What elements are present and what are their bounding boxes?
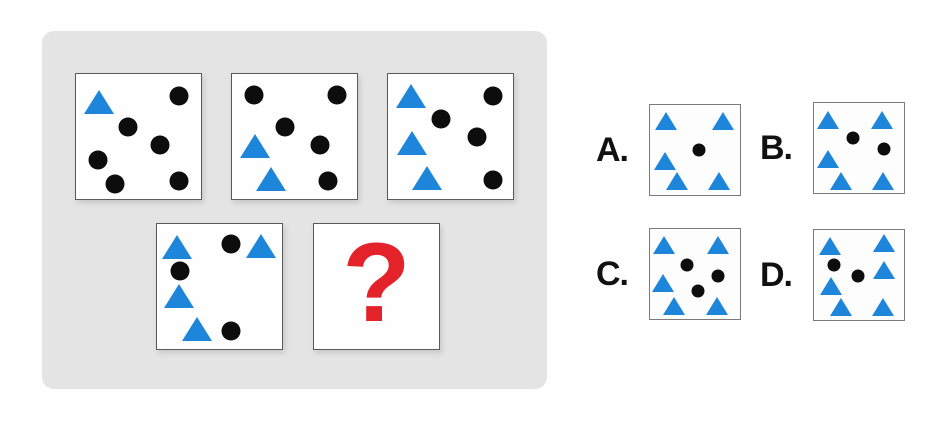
triangle-shape bbox=[395, 83, 426, 108]
option-a-box[interactable] bbox=[649, 104, 741, 196]
option-b-label: B. bbox=[760, 128, 793, 167]
triangle-shape bbox=[817, 150, 840, 169]
dot-shape bbox=[170, 261, 190, 281]
dot-shape bbox=[318, 171, 338, 191]
triangle-shape bbox=[239, 133, 270, 158]
puzzle-cell-1 bbox=[75, 73, 202, 200]
triangle-shape bbox=[872, 298, 895, 317]
triangle-shape bbox=[182, 317, 212, 342]
triangle-shape bbox=[666, 171, 689, 190]
dot-shape bbox=[431, 109, 450, 129]
dot-shape bbox=[877, 142, 891, 156]
puzzle-panel: ? bbox=[42, 31, 547, 389]
dot-shape bbox=[483, 170, 503, 190]
dot-shape bbox=[691, 284, 705, 298]
dot-shape bbox=[827, 258, 841, 272]
dot-shape bbox=[680, 258, 694, 272]
triangle-shape bbox=[164, 283, 194, 308]
option-a[interactable]: A. bbox=[596, 104, 741, 196]
triangle-shape bbox=[162, 234, 193, 259]
dot-shape bbox=[169, 171, 189, 191]
puzzle-cell-4 bbox=[156, 223, 283, 350]
triangle-shape bbox=[655, 112, 678, 131]
dot-shape bbox=[150, 135, 170, 155]
dot-shape bbox=[310, 135, 329, 155]
triangle-shape bbox=[819, 276, 842, 295]
option-c-box[interactable] bbox=[649, 228, 741, 320]
triangle-shape bbox=[652, 274, 675, 293]
dot-shape bbox=[105, 174, 125, 194]
triangle-shape bbox=[663, 296, 686, 315]
triangle-shape bbox=[245, 233, 276, 258]
triangle-shape bbox=[871, 171, 894, 190]
puzzle-cell-2 bbox=[231, 73, 358, 200]
triangle-shape bbox=[705, 296, 728, 315]
dot-shape bbox=[244, 85, 264, 105]
option-d[interactable]: D. bbox=[760, 229, 905, 321]
dot-shape bbox=[711, 269, 725, 283]
triangle-shape bbox=[872, 260, 895, 279]
triangle-shape bbox=[652, 236, 675, 255]
option-b[interactable]: B. bbox=[760, 102, 905, 194]
triangle-shape bbox=[830, 171, 853, 190]
triangle-shape bbox=[256, 166, 287, 191]
triangle-shape bbox=[870, 111, 893, 130]
puzzle-cell-3 bbox=[387, 73, 514, 200]
dot-shape bbox=[467, 127, 487, 147]
dot-shape bbox=[88, 150, 108, 170]
question-mark: ? bbox=[342, 219, 411, 345]
triangle-shape bbox=[411, 166, 442, 191]
dot-shape bbox=[169, 86, 189, 106]
dot-shape bbox=[118, 117, 137, 137]
triangle-shape bbox=[708, 171, 731, 190]
option-d-label: D. bbox=[760, 255, 793, 294]
triangle-shape bbox=[706, 236, 729, 255]
dot-shape bbox=[692, 143, 706, 157]
dot-shape bbox=[483, 86, 503, 106]
triangle-shape bbox=[397, 131, 428, 156]
option-a-label: A. bbox=[596, 130, 629, 169]
triangle-shape bbox=[711, 112, 734, 131]
triangle-shape bbox=[873, 234, 896, 253]
triangle-shape bbox=[83, 90, 114, 114]
option-c-label: C. bbox=[596, 254, 629, 293]
triangle-shape bbox=[654, 151, 677, 170]
dot-shape bbox=[221, 321, 241, 341]
dot-shape bbox=[846, 131, 860, 145]
dot-shape bbox=[221, 234, 241, 253]
option-b-box[interactable] bbox=[813, 102, 905, 194]
dot-shape bbox=[275, 117, 294, 137]
triangle-shape bbox=[819, 236, 842, 255]
triangle-shape bbox=[817, 111, 840, 130]
option-d-box[interactable] bbox=[813, 229, 905, 321]
dot-shape bbox=[851, 269, 865, 283]
triangle-shape bbox=[829, 298, 852, 317]
puzzle-cell-question: ? bbox=[313, 223, 440, 350]
dot-shape bbox=[327, 85, 347, 105]
option-c[interactable]: C. bbox=[596, 228, 741, 320]
